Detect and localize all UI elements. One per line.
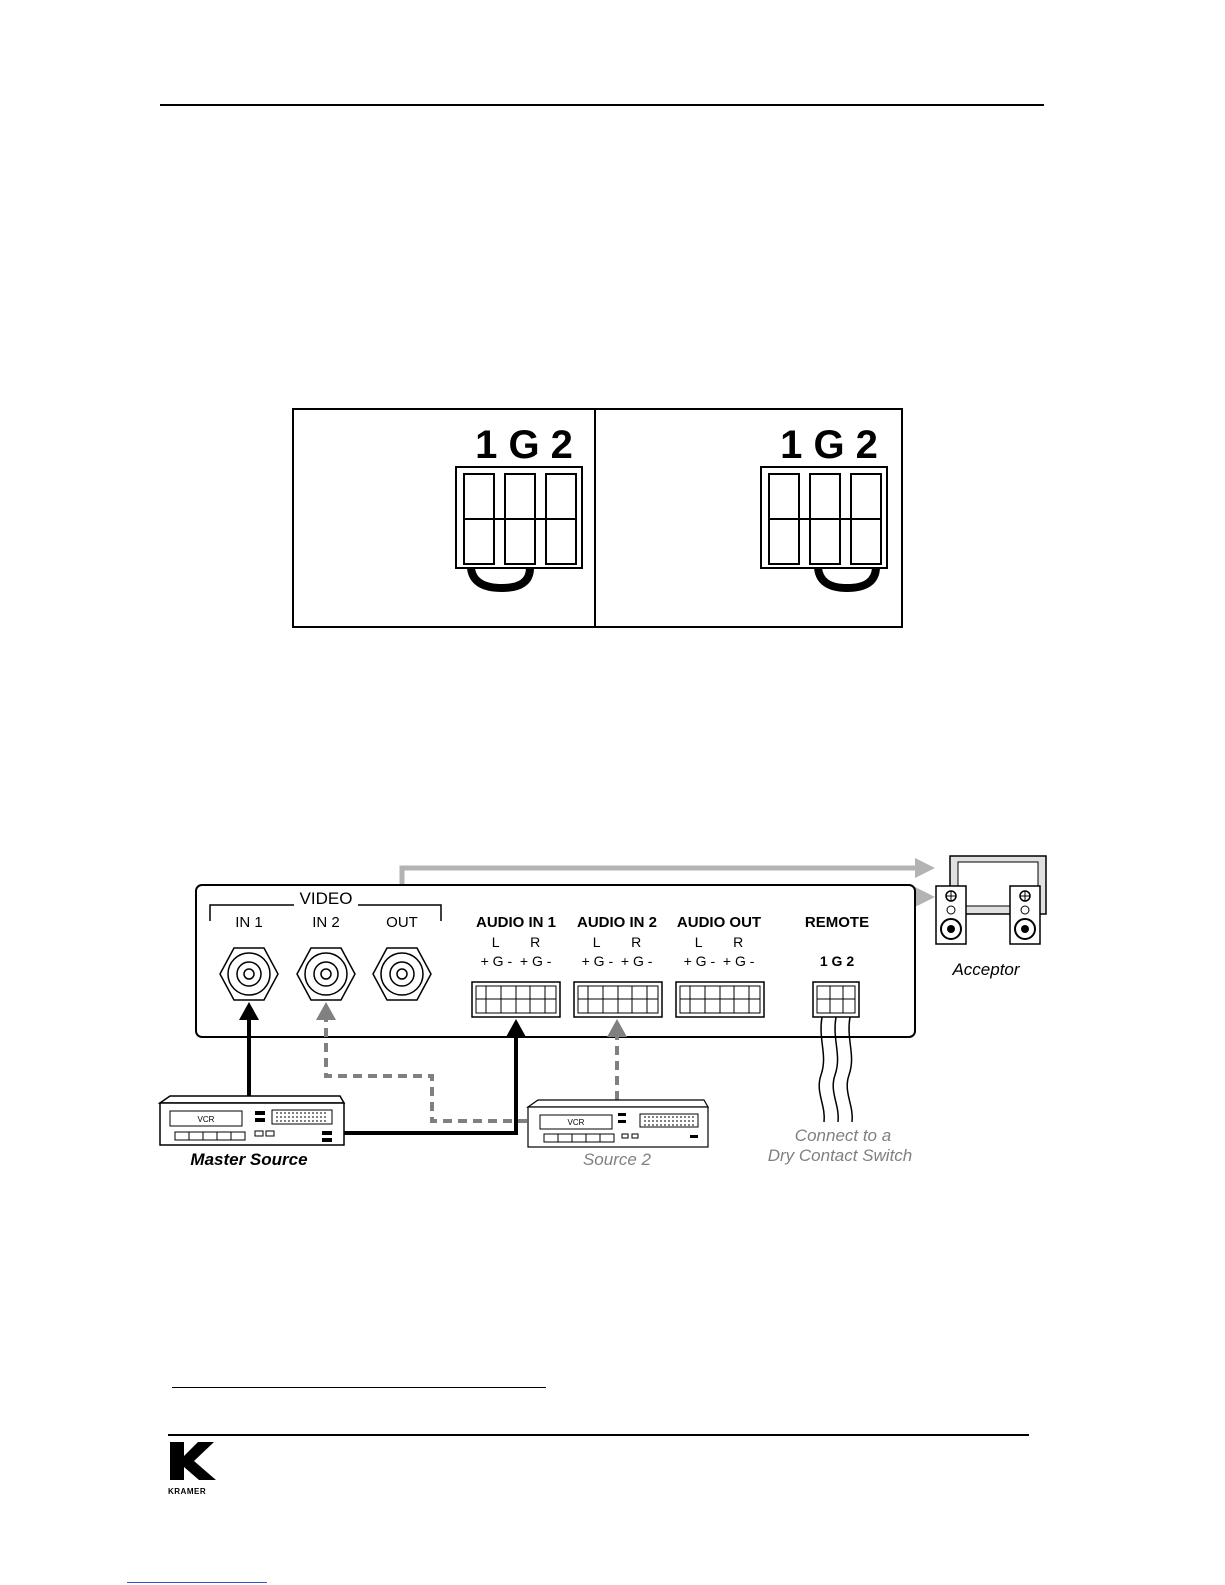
jumper-panel-left: 1 G 2 — [456, 423, 582, 588]
connection-diagram: VIDEO IN 1 IN 2 OUT AUDIO IN 1 L R + G -… — [0, 840, 1225, 1180]
audio-group-title: AUDIO OUT — [677, 914, 761, 931]
video-port-label: IN 2 — [312, 914, 340, 931]
header-rule — [160, 104, 1044, 106]
video-port-label: OUT — [386, 914, 418, 931]
video-group-label: VIDEO — [300, 889, 353, 908]
vcr-label: VCR — [568, 1118, 585, 1127]
audio-group-title: AUDIO IN 2 — [577, 914, 657, 931]
switch-label-line1: Connect to a — [795, 1126, 891, 1145]
audio-out-group: AUDIO OUT L R + G - + G - — [676, 914, 764, 1017]
switch-label-line2: Dry Contact Switch — [768, 1146, 913, 1165]
audio-lr-label: L R — [695, 934, 744, 950]
master-source-label: Master Source — [190, 1150, 307, 1169]
remote-title: REMOTE — [805, 914, 869, 931]
remote-jumper-diagram: 1 G 2 1 G 2 — [290, 406, 906, 632]
audio-lr-label: L R — [492, 934, 541, 950]
pin-labels: 1 G 2 — [780, 423, 878, 467]
footer-rule — [168, 1434, 1029, 1436]
acceptor-label: Acceptor — [951, 960, 1020, 979]
source2-vcr: VCR — [528, 1100, 708, 1147]
jumper-panel-right: 1 G 2 — [761, 423, 887, 588]
vcr-label: VCR — [198, 1115, 215, 1124]
audio-in2-group: AUDIO IN 2 L R + G - + G - — [574, 914, 662, 1017]
acceptor-icon — [936, 856, 1046, 944]
master-video-line — [239, 1002, 259, 1100]
master-source-vcr: VCR — [160, 1096, 344, 1145]
audio-pin-label: + G - + G - — [684, 953, 755, 969]
audio-pin-label: + G - + G - — [582, 953, 653, 969]
pin-labels: 1 G 2 — [475, 423, 573, 467]
logo-text: KRAMER — [168, 1487, 220, 1496]
video-port-label: IN 1 — [235, 914, 263, 931]
audio-group-title: AUDIO IN 1 — [476, 914, 556, 931]
audio-pin-label: + G - + G - — [481, 953, 552, 969]
kramer-logo: KRAMER — [168, 1440, 220, 1494]
audio-lr-label: L R — [593, 934, 642, 950]
kramer-k-icon — [168, 1440, 220, 1482]
source2-label: Source 2 — [583, 1150, 652, 1169]
bottom-link-underline — [127, 1582, 267, 1583]
remote-pin-labels: 1 G 2 — [820, 953, 854, 969]
footnote-rule — [172, 1387, 546, 1388]
audio-in1-group: AUDIO IN 1 L R + G - + G - — [472, 914, 560, 1017]
